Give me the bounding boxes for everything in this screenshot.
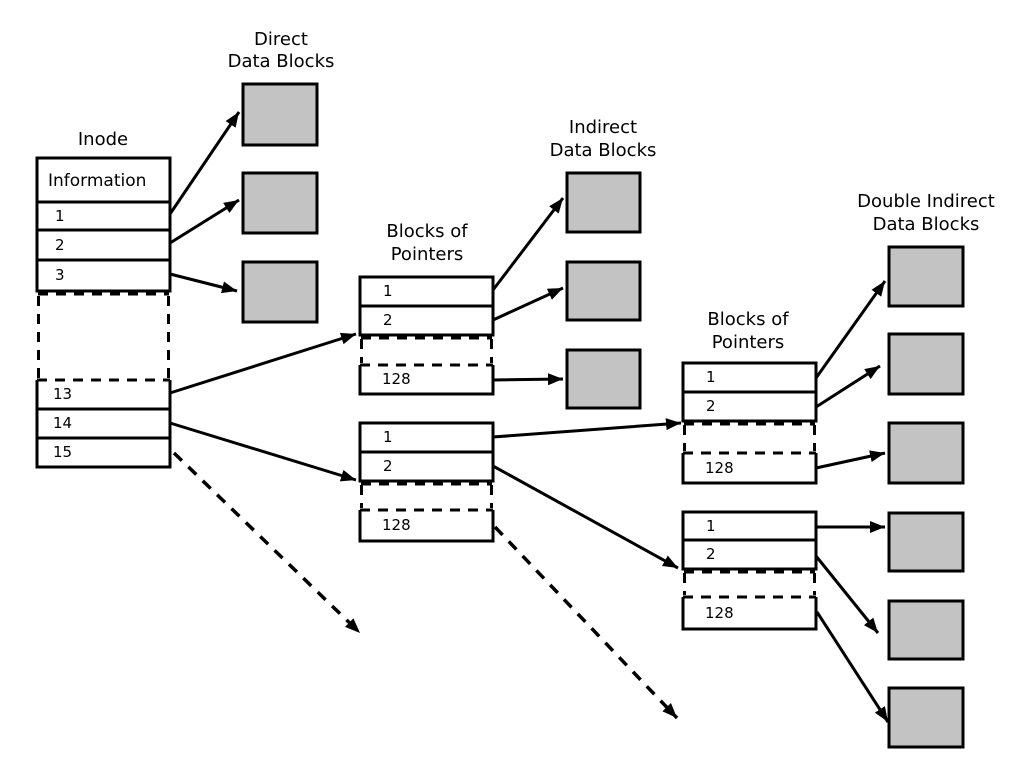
indirect-data-blocks-title-line1: Indirect xyxy=(569,117,637,138)
arrow-inode3-to-direct3 xyxy=(169,272,238,294)
blocks-of-pointers-1-title-line2: Pointers xyxy=(391,244,464,265)
double-indirect-data-block-5 xyxy=(887,599,965,661)
inode-row-14: 14 xyxy=(53,414,72,432)
arrow-inode15-dashed xyxy=(172,451,362,635)
direct-data-block-1 xyxy=(241,82,319,147)
pointer-block-right-2-row-128: 128 xyxy=(705,604,734,622)
blocks-of-pointers-2-title-line2: Pointers xyxy=(712,332,785,353)
arrow-mid2-row2-to-right2 xyxy=(492,464,679,570)
pointer-block-right-1-row-1: 1 xyxy=(706,368,716,386)
indirect-data-block-2 xyxy=(565,260,642,322)
double-indirect-data-blocks-title-line2: Data Blocks xyxy=(873,214,980,235)
double-indirect-data-block-4 xyxy=(887,511,965,573)
pointer-block-mid-1-row-1: 1 xyxy=(383,282,393,300)
arrow-mid1-row128-to-indirect3 xyxy=(492,373,564,386)
double-indirect-data-block-2 xyxy=(887,332,965,396)
blocks-of-pointers-2-title-line1: Blocks of xyxy=(707,309,789,330)
arrow-inode1-to-direct1 xyxy=(168,111,241,215)
double-indirect-data-blocks-title-line1: Double Indirect xyxy=(857,191,995,212)
pointer-block-right-1: 1 2 128 xyxy=(681,361,818,485)
double-indirect-data-blocks xyxy=(887,245,965,749)
inode-information-row: Information xyxy=(48,171,146,191)
pointer-block-mid-2: 1 2 128 xyxy=(358,421,495,543)
arrows xyxy=(168,111,890,723)
blocks-of-pointers-1-title-line1: Blocks of xyxy=(386,221,468,242)
arrow-inode13-to-pointer-mid1 xyxy=(169,332,357,395)
direct-data-blocks-title-line1: Direct xyxy=(254,29,308,50)
indirect-data-block-3 xyxy=(565,348,642,410)
inode-row-2: 2 xyxy=(55,236,65,254)
double-indirect-data-block-3 xyxy=(887,421,965,485)
inode-table: Information 1 2 3 13 14 15 xyxy=(35,156,172,469)
double-indirect-data-block-6 xyxy=(887,686,965,749)
indirect-data-block-1 xyxy=(565,171,642,234)
arrow-mid1-row2-to-indirect2 xyxy=(492,286,564,322)
pointer-block-right-2-row-2: 2 xyxy=(706,545,716,563)
pointer-block-mid-1-row-2: 2 xyxy=(383,311,393,329)
inode-row-1: 1 xyxy=(55,207,65,225)
inode-row-15: 15 xyxy=(53,443,72,461)
direct-data-block-2 xyxy=(241,171,319,235)
arrow-inode2-to-direct2 xyxy=(169,198,240,245)
direct-data-blocks-title-line2: Data Blocks xyxy=(228,51,335,72)
arrow-right2-row128-to-double6 xyxy=(815,611,890,723)
arrow-mid1-row1-to-indirect1 xyxy=(491,197,565,291)
arrow-right2-row2-to-double5 xyxy=(814,555,880,634)
section-titles: Inode Direct Data Blocks Indirect Data B… xyxy=(78,29,995,353)
inode-top-box xyxy=(35,156,172,293)
pointer-block-mid-2-row-128: 128 xyxy=(382,516,411,534)
pointer-block-mid-1-row-128: 128 xyxy=(382,370,411,388)
arrow-right1-row128-to-double3 xyxy=(815,450,886,470)
indirect-data-blocks-title-line2: Data Blocks xyxy=(550,140,657,161)
inode-title: Inode xyxy=(78,129,128,150)
arrow-mid2-row1-to-right1 xyxy=(492,418,682,439)
arrow-inode14-to-pointer-mid2 xyxy=(169,421,357,482)
arrow-right1-row2-to-double2 xyxy=(815,364,881,409)
pointer-block-mid-2-row-2: 2 xyxy=(383,457,393,475)
double-indirect-data-block-1 xyxy=(887,245,965,308)
pointer-block-right-1-row-2: 2 xyxy=(706,397,716,415)
pointer-block-right-2-row-1: 1 xyxy=(706,517,716,535)
pointer-block-right-1-row-128: 128 xyxy=(705,459,734,477)
indirect-data-blocks xyxy=(565,171,642,410)
pointer-block-right-2: 1 2 128 xyxy=(681,510,818,631)
inode-row-13: 13 xyxy=(53,385,72,403)
direct-data-block-3 xyxy=(241,260,319,324)
inode-row-3: 3 xyxy=(55,266,65,284)
pointer-block-mid-1: 1 2 128 xyxy=(358,275,495,396)
direct-data-blocks xyxy=(241,82,319,324)
pointer-block-mid-2-row-1: 1 xyxy=(383,428,393,446)
arrow-mid2-row128-dashed xyxy=(493,525,679,720)
arrow-right1-row1-to-double1 xyxy=(814,280,887,379)
